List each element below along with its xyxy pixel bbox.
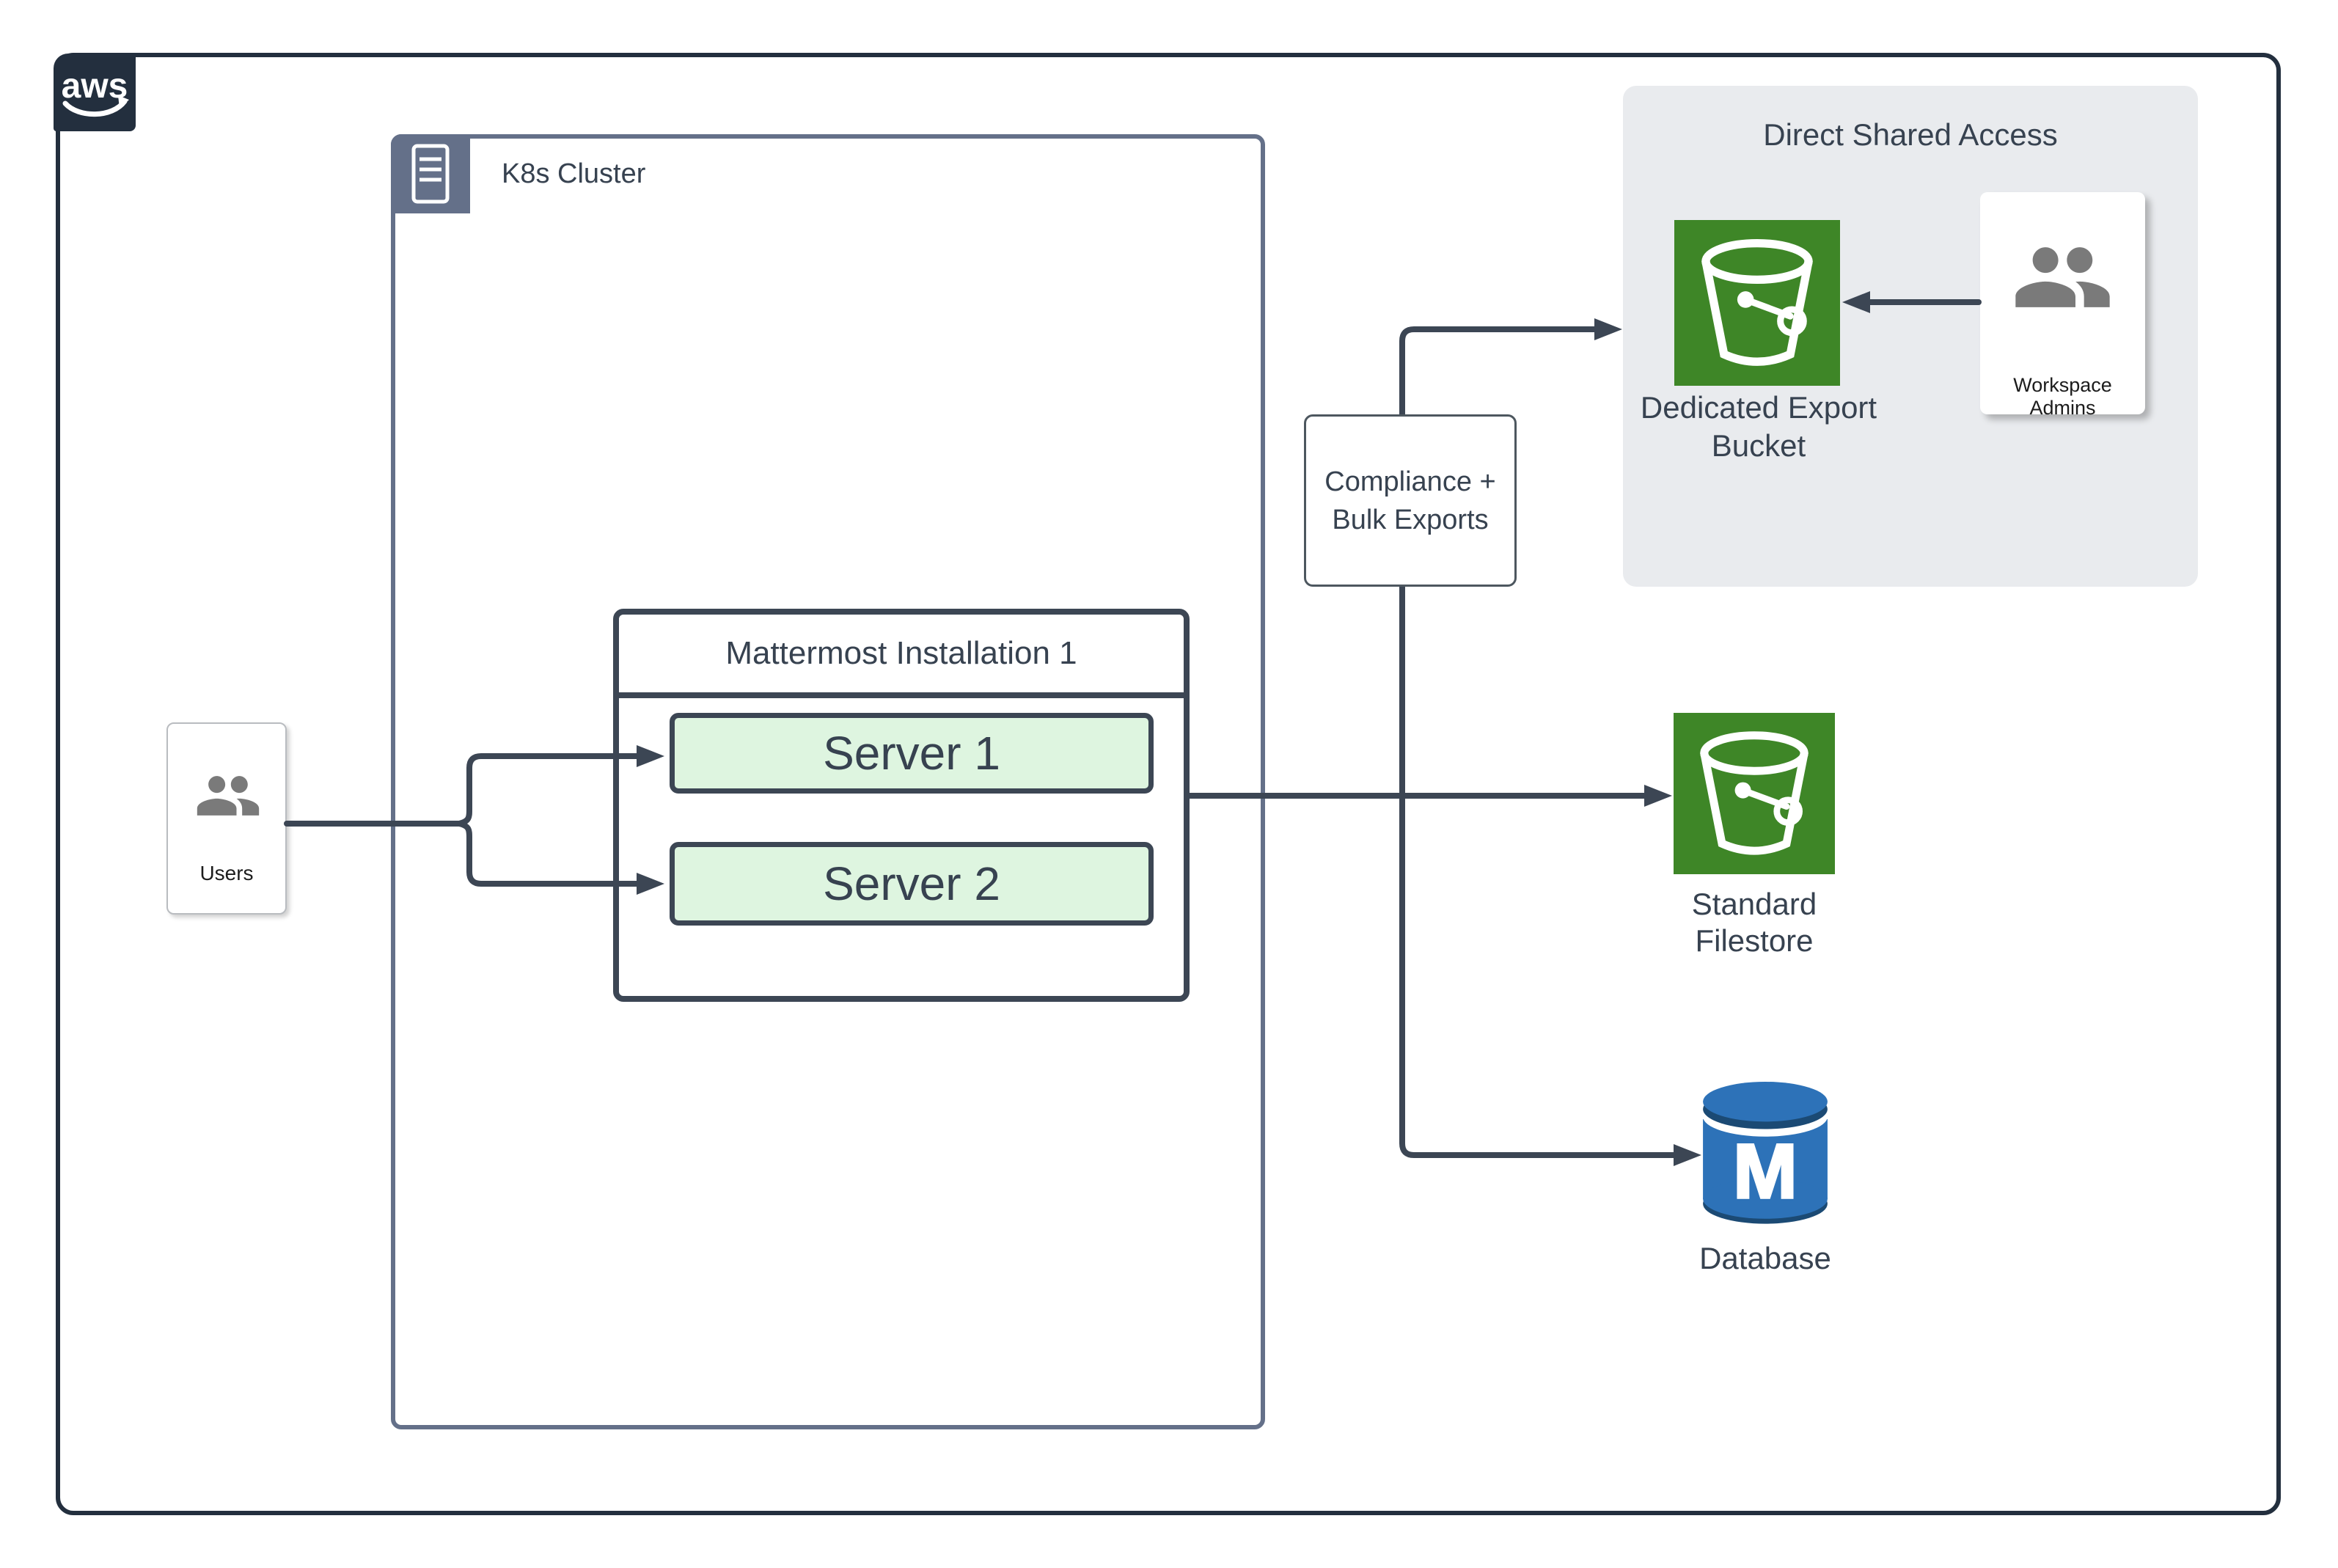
- workspace-admins-label: Workspace Admins: [2013, 374, 2112, 419]
- database-monogram: M: [1733, 1129, 1798, 1215]
- users-label: Users: [199, 862, 254, 884]
- database-node: M: [1703, 1069, 1828, 1226]
- dedicated-export-bucket-label: Dedicated Export Bucket: [1640, 390, 1877, 463]
- server-rack-icon: [411, 144, 450, 204]
- aws-logo: aws: [54, 54, 136, 131]
- s3-bucket-icon: [1701, 238, 1813, 366]
- database-label: Database: [1699, 1241, 1831, 1275]
- users-icon: [197, 776, 260, 816]
- database-cylinder-icon: M: [1703, 1081, 1828, 1224]
- server-2-label: Server 2: [823, 857, 1000, 910]
- direct-shared-access-title: Direct Shared Access: [1763, 117, 2058, 152]
- aws-logo-text: aws: [62, 67, 128, 106]
- dedicated-export-bucket-node: [1674, 220, 1840, 386]
- server-2-node: Server 2: [670, 842, 1154, 926]
- server-1-label: Server 1: [823, 727, 1000, 780]
- k8s-cluster-badge: [391, 134, 470, 213]
- standard-filestore-node: [1674, 713, 1835, 874]
- aws-cloud-boundary: [56, 53, 2281, 1515]
- aws-smile-icon: aws: [62, 67, 129, 117]
- k8s-cluster-label: K8s Cluster: [502, 158, 646, 189]
- workspace-admins-node: Workspace Admins: [1980, 192, 2145, 419]
- s3-bucket-icon: [1700, 731, 1809, 855]
- compliance-bulk-exports-node: Compliance + Bulk Exports: [1304, 414, 1517, 587]
- mattermost-installation-box: Mattermost Installation 1: [613, 609, 1190, 1002]
- workspace-admins-icon: [2015, 247, 2110, 307]
- mattermost-installation-title: Mattermost Installation 1: [619, 615, 1184, 698]
- users-node: Users: [166, 722, 287, 915]
- standard-filestore-label: Standard Filestore: [1691, 887, 1817, 958]
- server-1-node: Server 1: [670, 713, 1154, 794]
